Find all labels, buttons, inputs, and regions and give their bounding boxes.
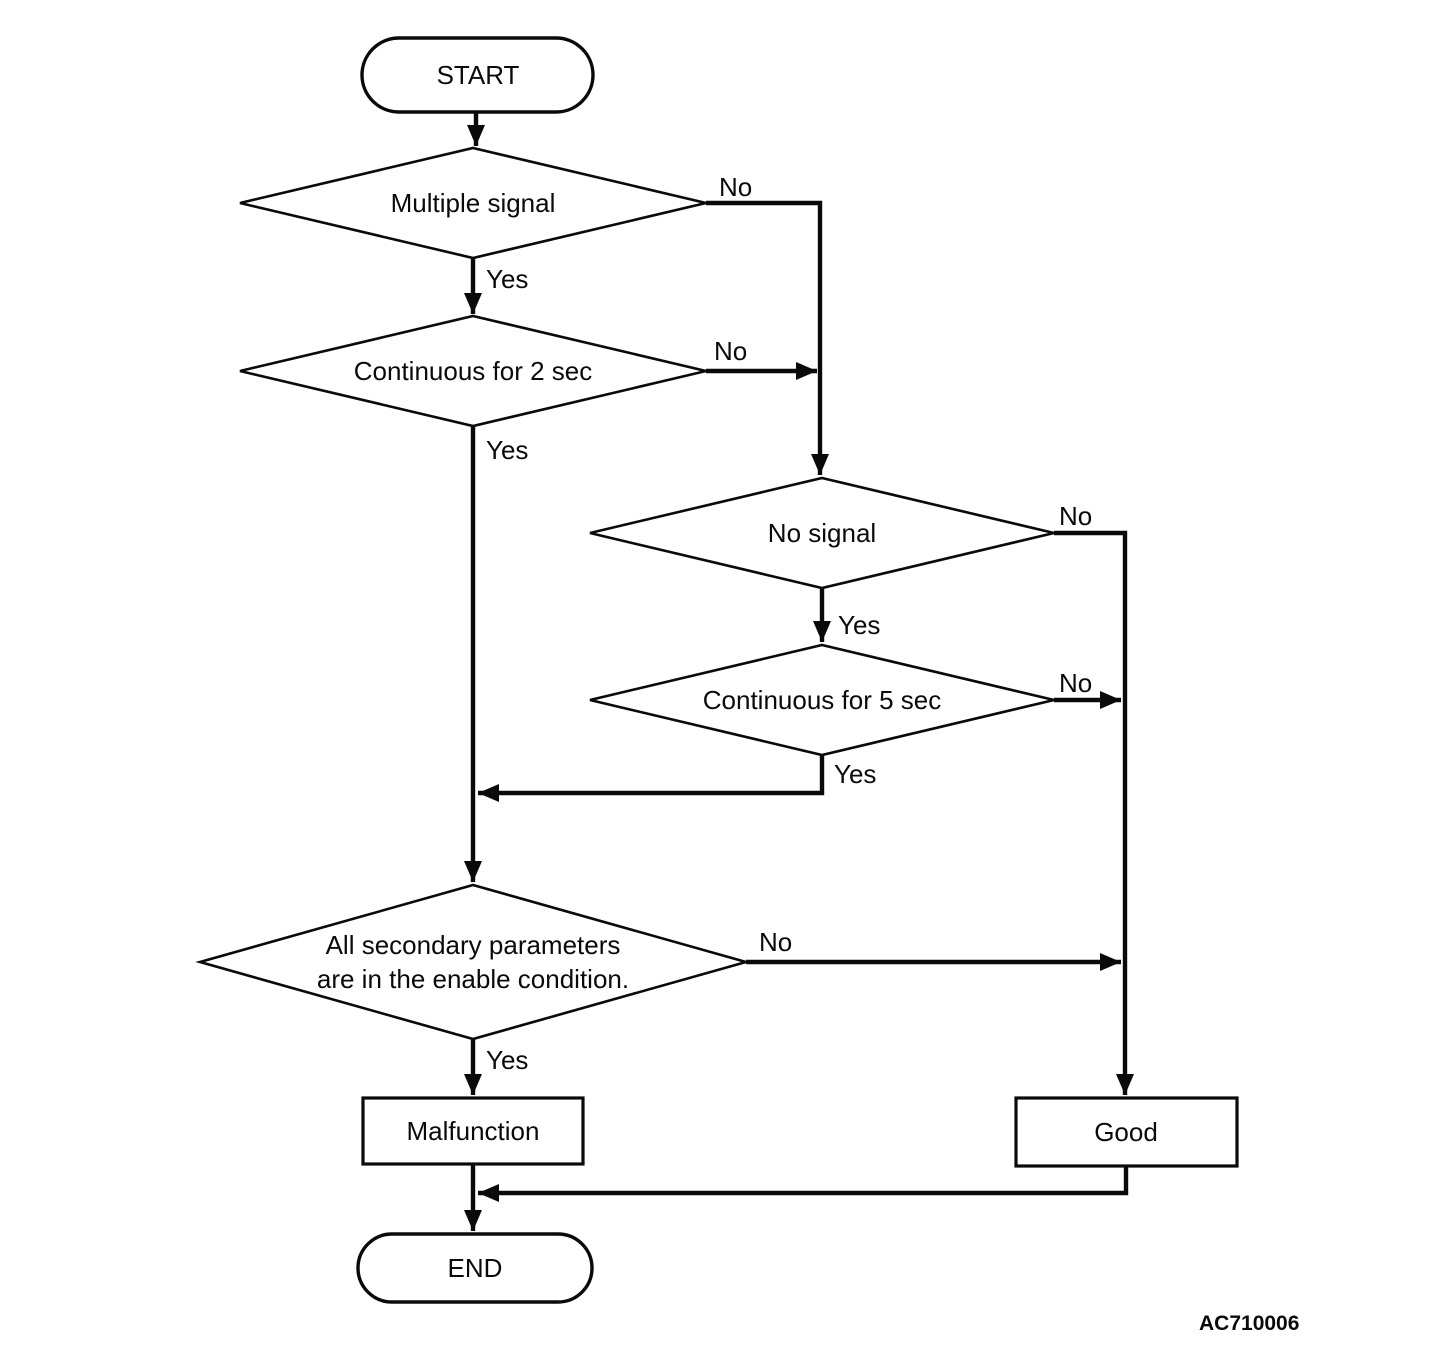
continuous-2sec-no-label: No (714, 336, 747, 366)
node-multiple-signal (239, 146, 707, 260)
multiple-signal-no-label: No (719, 172, 752, 202)
edge-good-to-end-merge (478, 1166, 1129, 1202)
node-malfunction (361, 1096, 585, 1166)
nodes (195, 36, 1239, 1304)
no-signal-no-label: No (1059, 501, 1092, 531)
secondary-parameters-yes-label: Yes (486, 1045, 528, 1075)
secondary-parameters-label-line2: are in the enable condition. (317, 964, 629, 994)
figure-code: AC710006 (1199, 1312, 1299, 1335)
edge-no-signal-no (1054, 530, 1134, 1095)
node-no-signal (589, 476, 1055, 590)
edge-continuous-5sec-yes (478, 755, 825, 802)
node-good (1014, 1096, 1239, 1168)
edge-labels: No Yes No Yes No Yes No Yes No Yes (486, 172, 1092, 1075)
node-labels: START Multiple signal Continuous for 2 s… (317, 60, 1158, 1283)
multiple-signal-yes-label: Yes (486, 264, 528, 294)
no-signal-label: No signal (768, 518, 876, 548)
node-continuous-5sec (589, 643, 1055, 757)
good-label: Good (1094, 1117, 1158, 1147)
continuous-5sec-no-label: No (1059, 668, 1092, 698)
continuous-5sec-label: Continuous for 5 sec (703, 685, 941, 715)
malfunction-label: Malfunction (407, 1116, 540, 1146)
continuous-5sec-yes-label: Yes (834, 759, 876, 789)
secondary-parameters-label-line1: All secondary parameters (326, 930, 621, 960)
secondary-parameters-no-label: No (759, 927, 792, 957)
node-start (360, 36, 595, 114)
node-secondary-parameters (195, 883, 751, 1041)
edge-multiple-signal-no (706, 200, 829, 475)
node-continuous-2sec (239, 314, 707, 428)
node-end (356, 1232, 594, 1304)
edges (464, 112, 1134, 1231)
no-signal-yes-label: Yes (838, 610, 880, 640)
continuous-2sec-label: Continuous for 2 sec (354, 356, 592, 386)
start-label: START (437, 60, 520, 90)
end-label: END (448, 1253, 503, 1283)
multiple-signal-label: Multiple signal (391, 188, 556, 218)
continuous-2sec-yes-label: Yes (486, 435, 528, 465)
